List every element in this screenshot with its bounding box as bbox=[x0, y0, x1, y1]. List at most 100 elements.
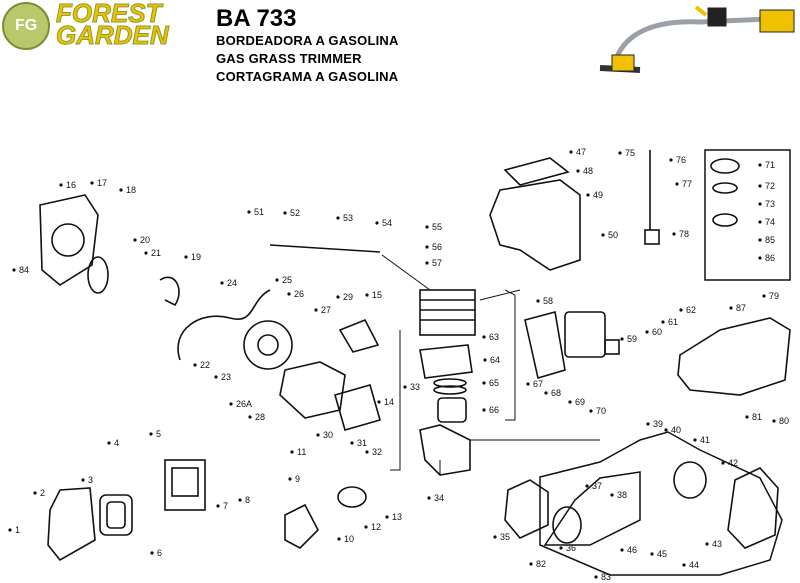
part-label-62: 62 bbox=[686, 305, 696, 315]
part-label-66: 66 bbox=[489, 405, 499, 415]
leader-dot-25 bbox=[275, 278, 279, 282]
leader-dot-65 bbox=[482, 381, 486, 385]
leader-dot-11 bbox=[290, 450, 294, 454]
leader-dot-74 bbox=[758, 220, 762, 224]
part-label-11: 11 bbox=[297, 447, 306, 457]
part-label-68: 68 bbox=[551, 388, 561, 398]
leader-dot-4 bbox=[107, 441, 111, 445]
leader-dot-76 bbox=[669, 158, 673, 162]
leader-dot-62 bbox=[679, 308, 683, 312]
part-label-32: 32 bbox=[372, 447, 382, 457]
part-label-76: 76 bbox=[676, 155, 686, 165]
part-label-67: 67 bbox=[533, 379, 543, 389]
part-label-13: 13 bbox=[392, 512, 402, 522]
leader-dot-12 bbox=[364, 525, 368, 529]
leader-dot-73 bbox=[758, 202, 762, 206]
logo-emblem: FG bbox=[2, 2, 50, 50]
part-label-40: 40 bbox=[671, 425, 681, 435]
part-label-31: 31 bbox=[357, 438, 367, 448]
part-label-72: 72 bbox=[765, 181, 775, 191]
model-title: BA 733 bbox=[216, 5, 297, 32]
leader-dot-8 bbox=[238, 498, 242, 502]
part-label-25: 25 bbox=[282, 275, 292, 285]
brand-line-2: GARDEN bbox=[56, 20, 170, 50]
part-label-33: 33 bbox=[410, 382, 420, 392]
leader-dot-32 bbox=[365, 450, 369, 454]
part-label-5: 5 bbox=[156, 429, 161, 439]
leader-dot-44 bbox=[682, 563, 686, 567]
leader-dot-23 bbox=[214, 375, 218, 379]
leader-dot-15 bbox=[365, 293, 369, 297]
leader-dot-48 bbox=[576, 169, 580, 173]
part-label-65: 65 bbox=[489, 378, 499, 388]
leader-dot-1 bbox=[8, 528, 12, 532]
leader-dot-56 bbox=[425, 245, 429, 249]
part-label-9: 9 bbox=[295, 474, 300, 484]
part-label-49: 49 bbox=[593, 190, 603, 200]
part-label-19: 19 bbox=[191, 252, 201, 262]
trimmer-illustration bbox=[599, 5, 795, 73]
flywheel bbox=[243, 320, 293, 370]
part-label-63: 63 bbox=[489, 332, 499, 342]
air-filter bbox=[99, 494, 133, 536]
part-label-85: 85 bbox=[765, 235, 775, 245]
leader-dot-17 bbox=[90, 181, 94, 185]
carburetor-body bbox=[164, 459, 206, 511]
cylinder bbox=[419, 289, 476, 336]
part-label-55: 55 bbox=[432, 222, 442, 232]
leader-dot-81 bbox=[745, 415, 749, 419]
part-label-84: 84 bbox=[19, 265, 29, 275]
part-label-86: 86 bbox=[765, 253, 775, 263]
part-label-82: 82 bbox=[536, 559, 546, 569]
part-label-58: 58 bbox=[543, 296, 553, 306]
part-label-6: 6 bbox=[157, 548, 162, 558]
part-label-26a: 26A bbox=[236, 399, 252, 409]
leader-dot-36 bbox=[559, 546, 563, 550]
leader-dot-16 bbox=[59, 183, 63, 187]
part-label-44: 44 bbox=[689, 560, 699, 570]
part-label-87: 87 bbox=[736, 303, 746, 313]
part-label-28: 28 bbox=[255, 412, 265, 422]
recoil-pulley bbox=[673, 461, 707, 499]
leader-dot-72 bbox=[758, 184, 762, 188]
leader-dot-84 bbox=[12, 268, 16, 272]
part-label-48: 48 bbox=[583, 166, 593, 176]
part-label-51: 51 bbox=[254, 207, 264, 217]
leader-dot-9 bbox=[288, 477, 292, 481]
leader-dot-3 bbox=[81, 478, 85, 482]
part-label-45: 45 bbox=[657, 549, 667, 559]
leader-dot-26a bbox=[229, 402, 233, 406]
leader-dot-37 bbox=[585, 484, 589, 488]
leader-dot-31 bbox=[350, 441, 354, 445]
leader-dot-63 bbox=[482, 335, 486, 339]
leader-dot-2 bbox=[33, 491, 37, 495]
part-label-70: 70 bbox=[596, 406, 606, 416]
fuel-tank bbox=[677, 317, 791, 396]
brand-line-1: FOREST bbox=[55, 0, 162, 28]
leader-dot-33 bbox=[403, 385, 407, 389]
leader-dot-7 bbox=[216, 504, 220, 508]
leader-dot-59 bbox=[620, 337, 624, 341]
leader-dot-78 bbox=[672, 232, 676, 236]
leader-dot-26 bbox=[287, 292, 291, 296]
leader-dot-68 bbox=[544, 391, 548, 395]
leader-dot-20 bbox=[133, 238, 137, 242]
leader-dot-41 bbox=[693, 438, 697, 442]
part-label-81: 81 bbox=[752, 412, 762, 422]
logo-monogram: FG bbox=[15, 17, 38, 34]
part-label-74: 74 bbox=[765, 217, 775, 227]
part-label-26: 26 bbox=[294, 289, 304, 299]
leader-dot-6 bbox=[150, 551, 154, 555]
leader-dot-70 bbox=[589, 409, 593, 413]
crankcase bbox=[279, 361, 346, 419]
product-name-en: GAS GRASS TRIMMER bbox=[216, 51, 362, 66]
leader-dot-45 bbox=[650, 552, 654, 556]
part-label-10: 10 bbox=[344, 534, 354, 544]
part-label-1: 1 bbox=[15, 525, 20, 535]
part-label-59: 59 bbox=[627, 334, 637, 344]
part-label-80: 80 bbox=[779, 416, 789, 426]
leader-dot-40 bbox=[664, 428, 668, 432]
leader-dot-28 bbox=[248, 415, 252, 419]
